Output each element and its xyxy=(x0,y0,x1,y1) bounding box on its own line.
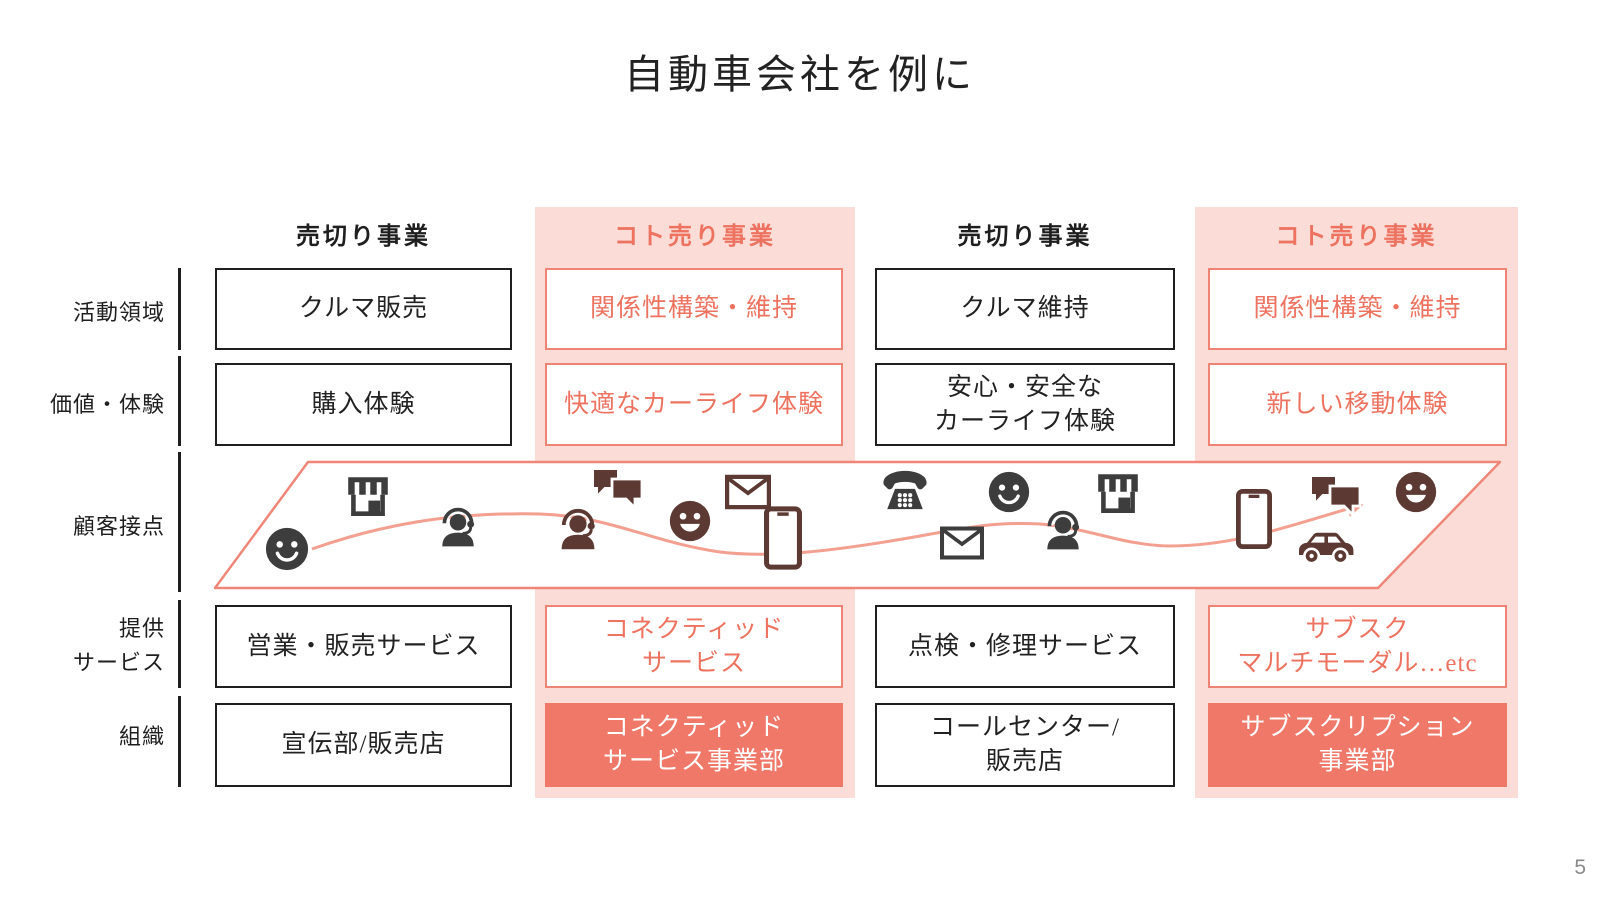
row-label-provided-services: 提供 サービス xyxy=(72,616,165,676)
page-number: 5 xyxy=(1574,856,1586,879)
column-header-koto-1: コト売り事業 xyxy=(614,222,776,250)
cell-value-comfortable-carlife: 快適なカーライフ体験 xyxy=(545,363,843,446)
headset-agent-icon xyxy=(442,510,474,547)
cell-service-connected: コネクティッド サービス xyxy=(545,605,843,688)
column-header-sell-1: 売切り事業 xyxy=(296,222,431,250)
cell-value-safe-secure-carlife: 安心・安全な カーライフ体験 xyxy=(875,363,1175,446)
column-header-sell-2: 売切り事業 xyxy=(957,222,1093,250)
headset-agent-icon xyxy=(1047,513,1079,550)
cell-activity-relationship-1: 関係性構築・維持 xyxy=(545,268,843,350)
row-divider-bar xyxy=(178,356,181,446)
row-label-activity-domain: 活動領域 xyxy=(72,300,165,325)
cell-service-sales: 営業・販売サービス xyxy=(215,605,512,688)
store-icon xyxy=(1098,474,1138,510)
cell-org-subscription-division: サブスクリプション 事業部 xyxy=(1208,703,1507,787)
row-divider-bar xyxy=(178,452,181,592)
telephone-icon xyxy=(883,470,927,510)
page-title: 自動車会社を例に xyxy=(624,52,976,97)
smiley-icon xyxy=(264,526,310,572)
row-divider-bar xyxy=(178,268,181,350)
envelope-icon xyxy=(942,529,982,558)
cell-service-inspection-repair: 点検・修理サービス xyxy=(875,605,1175,688)
cell-activity-relationship-2: 関係性構築・維持 xyxy=(1208,268,1507,350)
cell-activity-car-sales: クルマ販売 xyxy=(215,268,512,350)
cell-activity-car-maintenance: クルマ維持 xyxy=(875,268,1175,350)
row-divider-bar xyxy=(178,600,181,688)
row-label-value-experience: 価値・体験 xyxy=(49,392,165,417)
cell-org-advertising-dealer: 宣伝部/販売店 xyxy=(215,703,512,787)
cell-value-purchase-experience: 購入体験 xyxy=(215,363,512,446)
smiley-icon xyxy=(987,470,1031,514)
cell-org-callcenter-dealer: コールセンター/ 販売店 xyxy=(875,703,1175,787)
cell-value-new-mobility: 新しい移動体験 xyxy=(1208,363,1507,446)
row-label-organization: 組織 xyxy=(118,724,165,749)
cell-service-subscription-multimodal: サブスク マルチモーダル…etc xyxy=(1208,605,1507,688)
row-divider-bar xyxy=(178,696,181,787)
row-label-customer-touchpoints: 顧客接点 xyxy=(72,514,165,539)
column-header-koto-2: コト売り事業 xyxy=(1275,222,1438,250)
cell-org-connected-service-division: コネクティッド サービス事業部 xyxy=(545,703,843,787)
store-icon xyxy=(348,477,388,513)
